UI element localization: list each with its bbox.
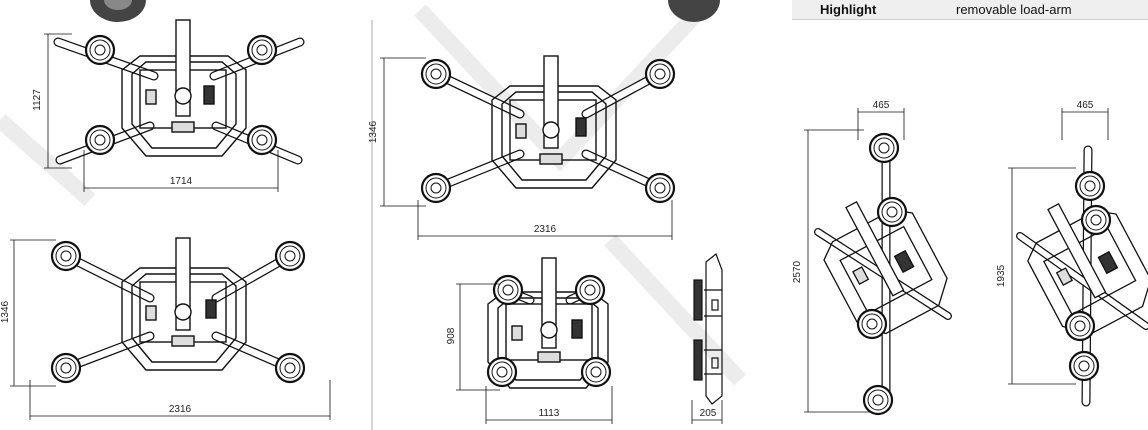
brand-logo-left	[90, 0, 146, 22]
side-view-dimensions	[691, 400, 723, 424]
view5-height-label: 2570	[792, 260, 803, 283]
view6-width-label: 465	[1077, 100, 1094, 111]
view5-drawing	[814, 132, 952, 416]
view2-height-label: 1346	[0, 300, 11, 323]
spec-table-row: Highlight removable load-arm	[792, 0, 1148, 20]
view3-width-label: 2316	[534, 224, 557, 235]
brand-logo-right	[668, 0, 720, 22]
view2-width-label: 2316	[169, 404, 192, 415]
view6-dimensions	[1008, 108, 1109, 385]
view6-drawing	[1016, 145, 1148, 407]
view2-drawing	[50, 237, 306, 384]
view6-height-label: 1935	[996, 264, 1007, 287]
view4-drawing	[486, 257, 612, 389]
view1-drawing	[53, 19, 305, 165]
side-view-drawing	[693, 253, 723, 405]
view4-dimensions	[456, 283, 613, 424]
view3-dimensions	[380, 57, 673, 240]
view2-dimensions	[10, 239, 331, 420]
view5-width-label: 465	[873, 100, 890, 111]
spec-value: removable load-arm	[956, 2, 1072, 17]
view5-dimensions	[804, 108, 905, 413]
view3-height-label: 1346	[368, 120, 379, 143]
view1-height-label: 1127	[32, 89, 43, 111]
spec-label: Highlight	[820, 2, 877, 17]
view1-width-label: 1714	[170, 176, 193, 187]
view4-height-label: 908	[446, 327, 457, 344]
view4-width-label: 1113	[539, 408, 560, 419]
view3-drawing	[420, 55, 676, 204]
side-view-depth-label: 205	[700, 408, 717, 419]
view1-dimensions	[44, 33, 279, 192]
